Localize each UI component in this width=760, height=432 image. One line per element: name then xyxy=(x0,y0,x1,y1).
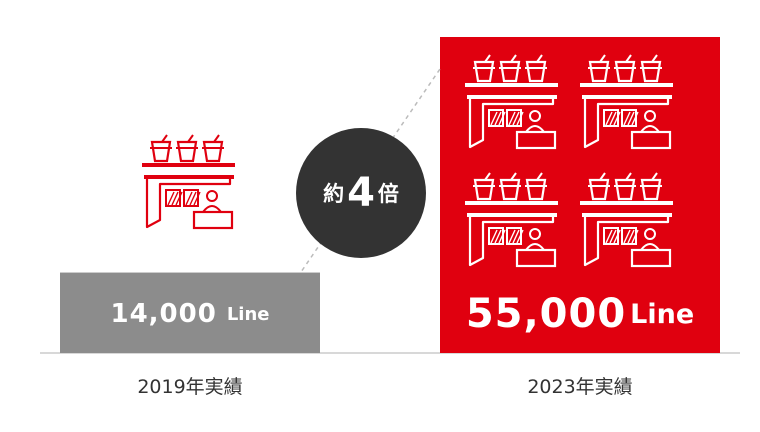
store-icon xyxy=(465,172,558,268)
growth-badge: 約 4 倍 xyxy=(296,128,426,258)
bar-0 xyxy=(60,272,320,353)
category-label-2023: 2023年実績 xyxy=(527,376,633,398)
badge-suffix: 倍 xyxy=(377,182,399,206)
badge-prefix: 約 xyxy=(323,182,345,206)
store-icon xyxy=(142,134,235,230)
badge-number: 4 xyxy=(347,170,375,216)
store-icon xyxy=(580,54,673,150)
bar-value-number: 55,000 xyxy=(465,291,627,337)
bar-value-unit: Line xyxy=(630,298,695,330)
bar-1 xyxy=(440,37,720,353)
bar-value-unit: Line xyxy=(226,303,270,325)
bar-value-label-2023: 55,000 Line xyxy=(440,276,720,352)
bar-value-number: 14,000 xyxy=(110,299,217,329)
store-icon xyxy=(580,172,673,268)
store-icon xyxy=(465,54,558,150)
bar-value-label-2019: 14,000 Line xyxy=(60,276,320,352)
store-icon-group xyxy=(465,54,673,268)
category-label-2019: 2019年実績 xyxy=(137,376,243,398)
